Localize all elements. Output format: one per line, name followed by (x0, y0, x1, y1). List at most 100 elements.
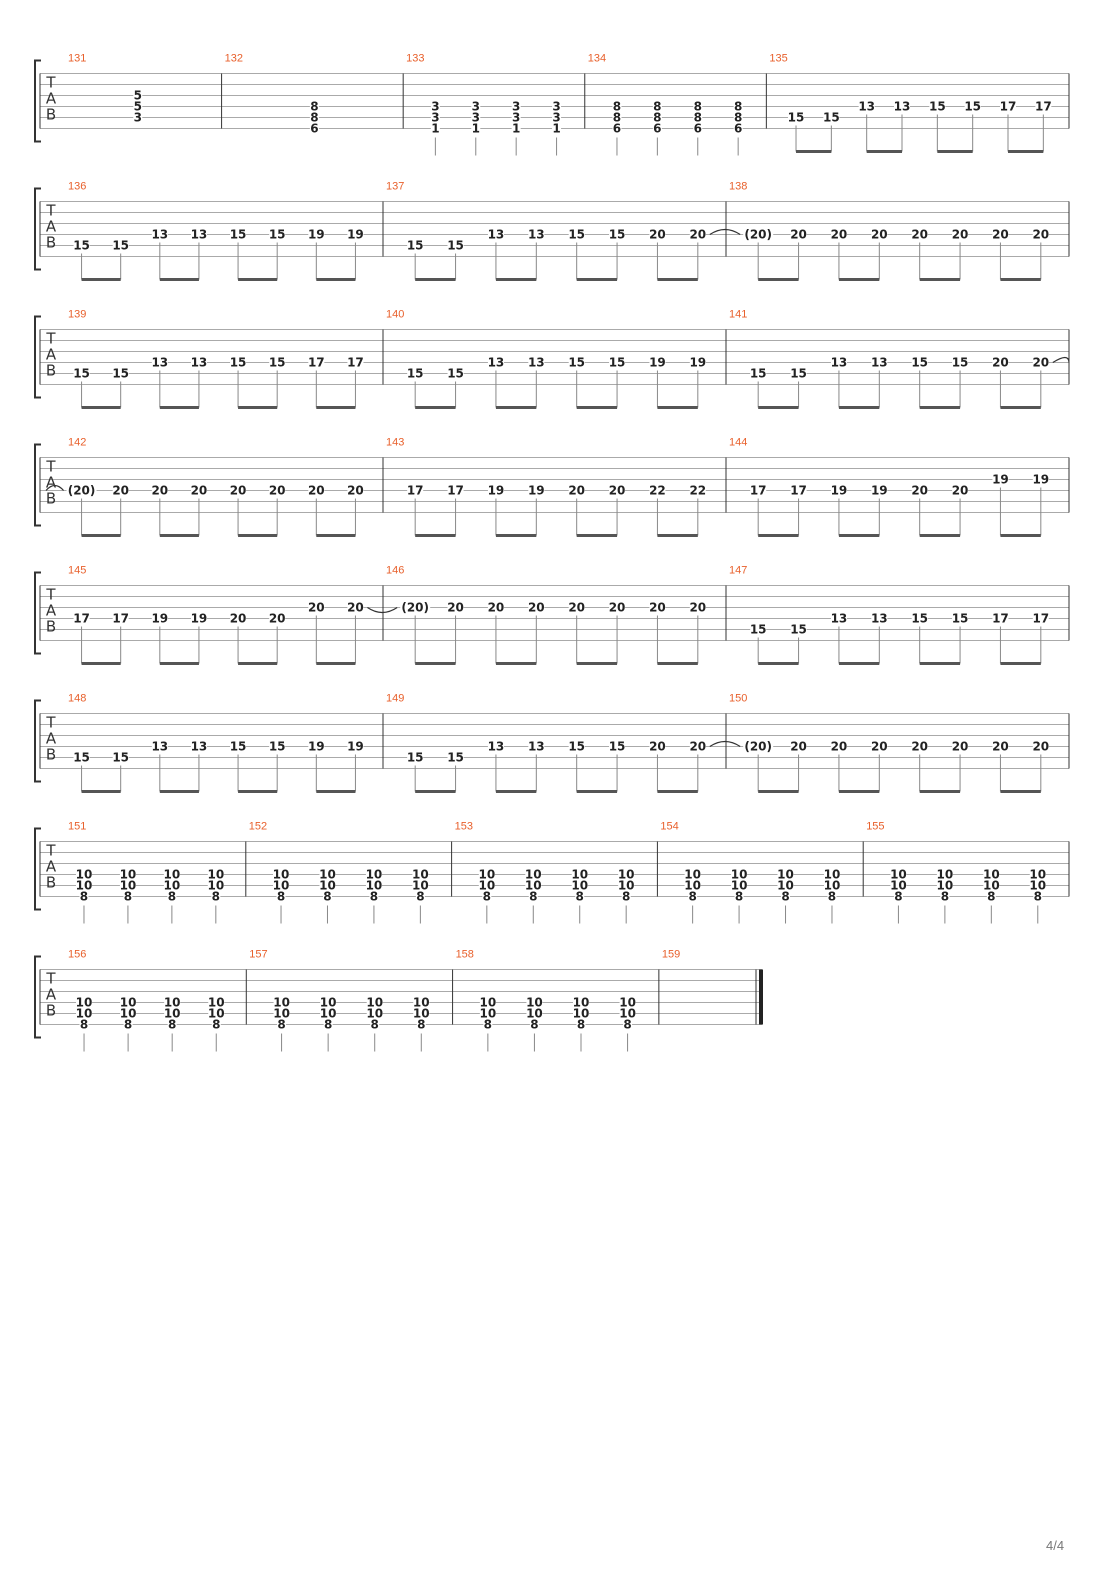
fret-knockout (652, 100, 662, 112)
fret-number: 3 (472, 111, 480, 125)
fret-number: 19 (347, 228, 364, 242)
fret-knockout (120, 996, 137, 1008)
fret-number: 20 (191, 484, 208, 498)
fret-number: 10 (208, 1007, 225, 1021)
measure-number: 158 (456, 949, 474, 961)
fret-knockout (483, 1018, 493, 1030)
fret-knockout (750, 623, 767, 635)
fret-knockout (190, 740, 207, 752)
measure-number: 156 (68, 949, 86, 961)
fret-knockout (112, 239, 129, 251)
fret-knockout (528, 740, 545, 752)
fret-knockout (447, 239, 464, 251)
fret-number: 8 (310, 111, 318, 125)
fret-number: 8 (483, 890, 491, 904)
fret-knockout (568, 484, 585, 496)
fret-number: 8 (734, 100, 742, 114)
fret-knockout (151, 356, 168, 368)
fret-knockout (528, 601, 545, 613)
measure-number: 133 (406, 53, 424, 65)
measure-number: 132 (225, 53, 243, 65)
system-bracket (34, 59, 41, 143)
fret-knockout (689, 228, 706, 240)
tab-clef-b: B (46, 234, 56, 252)
fret-knockout (790, 228, 807, 240)
tab-clef-b: B (46, 362, 56, 380)
measure-number: 136 (68, 181, 86, 193)
fret-knockout (479, 996, 496, 1008)
fret-number: 20 (831, 228, 848, 242)
fret-number: 3 (552, 100, 560, 114)
tab-clef-a: A (46, 602, 57, 620)
fret-number: 20 (609, 601, 626, 615)
fret-number: 8 (484, 1018, 492, 1032)
fret-knockout (568, 228, 585, 240)
fret-number: 15 (447, 239, 464, 253)
fret-knockout (940, 890, 950, 902)
note-beam (415, 406, 456, 409)
fret-knockout (308, 356, 325, 368)
fret-number: 13 (151, 356, 168, 370)
fret-knockout (320, 996, 337, 1008)
note-beam (159, 790, 199, 793)
fret-knockout (684, 868, 701, 880)
fret-number: 10 (366, 1007, 383, 1021)
note-beam (919, 790, 961, 793)
fret-knockout (269, 484, 286, 496)
fret-number: 5 (134, 89, 142, 103)
fret-number: 8 (613, 111, 621, 125)
fret-number: 15 (790, 623, 807, 637)
fret-number: 10 (618, 879, 635, 893)
fret-knockout (573, 996, 589, 1008)
fret-knockout (487, 601, 504, 613)
fret-knockout (936, 868, 953, 880)
fret-number: 3 (134, 111, 142, 125)
fret-knockout (623, 1018, 633, 1030)
fret-number: 20 (911, 740, 928, 754)
fret-knockout (211, 1018, 221, 1030)
fret-knockout (365, 868, 382, 880)
note-beam (919, 406, 961, 409)
fret-knockout (190, 612, 207, 624)
fret-knockout (273, 868, 290, 880)
fret-number: 10 (619, 996, 636, 1010)
fret-knockout (750, 367, 767, 379)
fret-number: 6 (310, 122, 318, 136)
fret-knockout (120, 1007, 137, 1019)
fret-number: 20 (347, 601, 364, 615)
fret-knockout (308, 601, 325, 613)
measure-number: 142 (68, 437, 86, 449)
fret-knockout (777, 879, 794, 891)
fret-knockout (911, 356, 928, 368)
tab-clef-t: T (45, 714, 56, 732)
fret-knockout (478, 879, 495, 891)
fret-knockout (609, 228, 626, 240)
fret-knockout (164, 1007, 181, 1019)
fret-knockout (66, 484, 97, 496)
fret-knockout (952, 612, 969, 624)
fret-number: 8 (370, 890, 378, 904)
fret-knockout (1033, 890, 1043, 902)
fret-knockout (790, 484, 807, 496)
note-beam (657, 662, 698, 665)
tab-clef-a: A (46, 346, 57, 364)
fret-number: 19 (488, 484, 505, 498)
fret-knockout (412, 868, 429, 880)
note-beam (838, 406, 880, 409)
measure-number: 147 (729, 565, 747, 577)
fret-number: 13 (191, 356, 208, 370)
fret-knockout (689, 356, 706, 368)
fret-knockout (73, 367, 90, 379)
fret-number: 10 (164, 1007, 181, 1021)
fret-number: 8 (212, 1018, 220, 1032)
note-beam (758, 534, 799, 537)
measure-number: 149 (386, 693, 404, 705)
fret-number: 10 (1029, 879, 1046, 893)
fret-knockout (73, 612, 90, 624)
fret-knockout (952, 484, 969, 496)
